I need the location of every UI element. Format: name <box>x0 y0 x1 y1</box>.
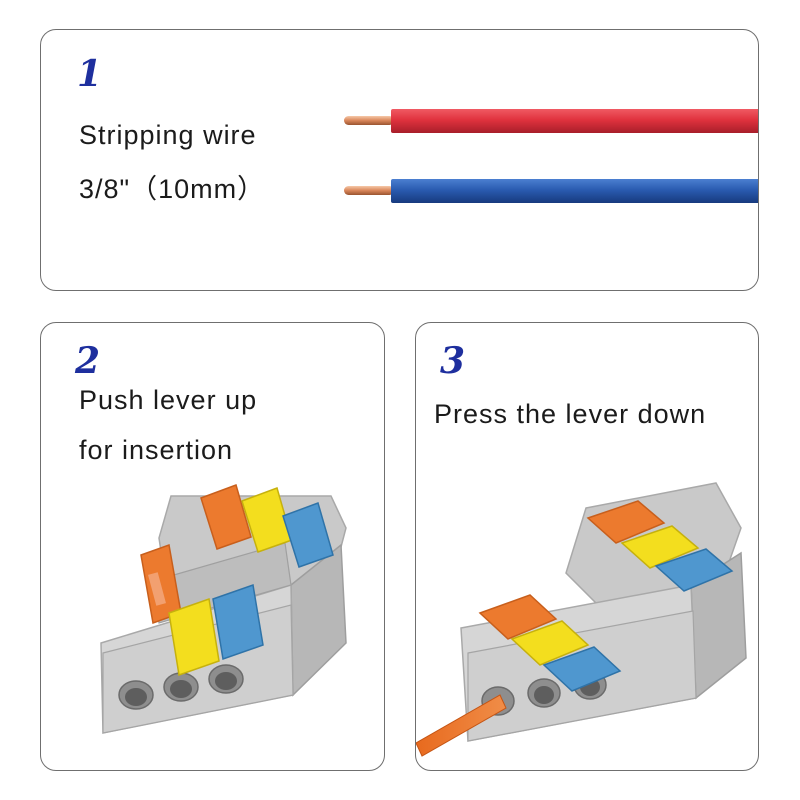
red-wire <box>344 109 758 133</box>
lever-blue-front <box>212 583 264 661</box>
lever-yellow-back-3 <box>620 525 700 569</box>
step-2-number: 2 <box>75 340 101 382</box>
blue-wire <box>344 179 758 203</box>
connector-lever-down-illustration <box>416 482 747 757</box>
lever-yellow-front <box>168 597 220 677</box>
lever-orange-back <box>200 484 252 550</box>
step-3-number: 3 <box>440 340 466 382</box>
lever-orange-back-3 <box>586 500 666 544</box>
back-levers-3 <box>586 500 734 592</box>
step-1-text-line-2: 3/8"（10mm） <box>79 174 266 204</box>
back-levers <box>200 484 334 568</box>
step-2-text-line-2: for insertion <box>79 435 234 465</box>
step-1-text-line-1: Stripping wire <box>79 120 257 150</box>
lever-blue-front-3 <box>542 646 622 692</box>
red-wire-insulation <box>391 109 758 133</box>
blue-wire-insulation <box>391 179 758 203</box>
front-levers-3 <box>478 594 622 692</box>
inserted-orange-wire <box>416 694 507 757</box>
lever-orange-front-3 <box>478 594 558 640</box>
step-3-panel: 3 Press the lever down <box>415 322 759 771</box>
step-1-number: 1 <box>77 53 103 95</box>
front-levers <box>140 543 264 677</box>
lever-blue-back-3 <box>654 548 734 592</box>
red-wire-copper-tip <box>344 116 394 125</box>
step-1-panel: 1 Stripping wire 3/8"（10mm） <box>40 29 759 291</box>
step-3-text-line-1: Press the lever down <box>434 399 707 429</box>
lever-blue-back <box>282 502 334 568</box>
lever-yellow-front-3 <box>510 620 590 666</box>
stripped-wires-illustration <box>344 109 758 203</box>
connector-lever-up-illustration <box>100 484 347 734</box>
step-2-panel: 2 Push lever up for insertion <box>40 322 385 771</box>
blue-wire-copper-tip <box>344 186 394 195</box>
step-2-text-line-1: Push lever up <box>79 385 258 415</box>
